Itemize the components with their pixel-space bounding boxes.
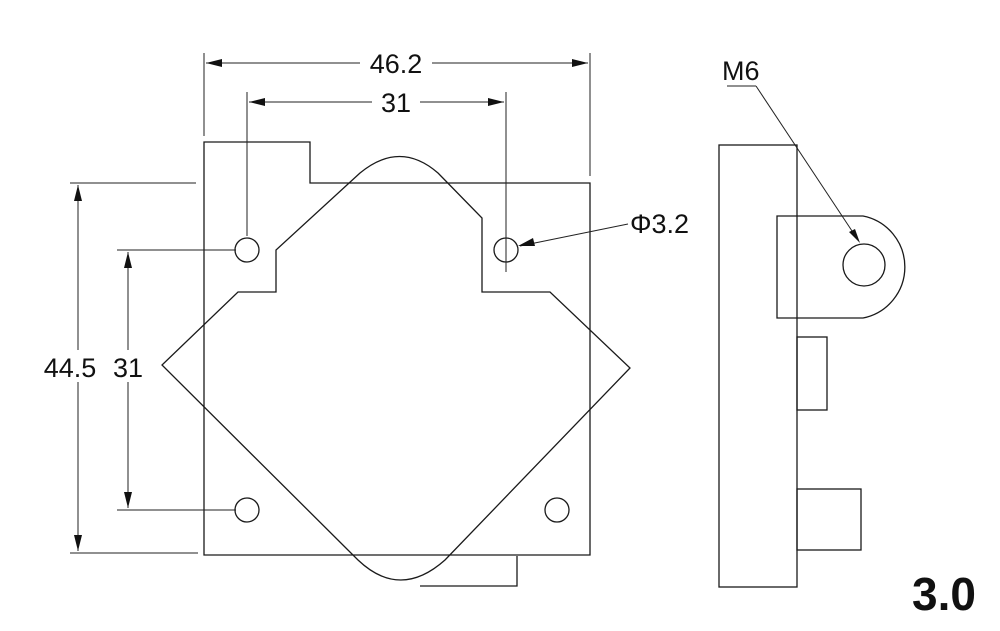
threaded-lug <box>776 215 906 319</box>
side-tab-bottom <box>796 488 862 551</box>
mount-hole-bottom-left <box>234 497 260 523</box>
base-plate-outline <box>203 141 591 556</box>
mount-hole-bottom-right <box>544 497 570 523</box>
bottom-bracket <box>420 556 518 587</box>
hole-callout-leader <box>519 223 629 247</box>
hole-callout-label: Φ3.2 <box>630 209 689 239</box>
front-view <box>161 141 631 587</box>
m6-hole <box>842 243 886 287</box>
dim-label-overall-height: 44.5 <box>44 353 97 383</box>
dimensions: 46.2 31 44.5 31 Φ3.2 <box>40 48 689 554</box>
dim-label-hole-width: 31 <box>381 88 411 118</box>
thread-callout-label: M6 <box>722 56 760 86</box>
mount-hole-top-left <box>234 237 260 263</box>
side-tab-middle <box>796 336 828 411</box>
dim-label-hole-height: 31 <box>113 353 143 383</box>
diamond-body-outline <box>161 155 631 581</box>
side-view: M6 <box>718 56 906 588</box>
side-plate <box>718 144 798 588</box>
version-label: 3.0 <box>912 568 976 620</box>
dim-label-overall-width: 46.2 <box>370 49 423 79</box>
thread-callout-leader <box>755 85 859 241</box>
